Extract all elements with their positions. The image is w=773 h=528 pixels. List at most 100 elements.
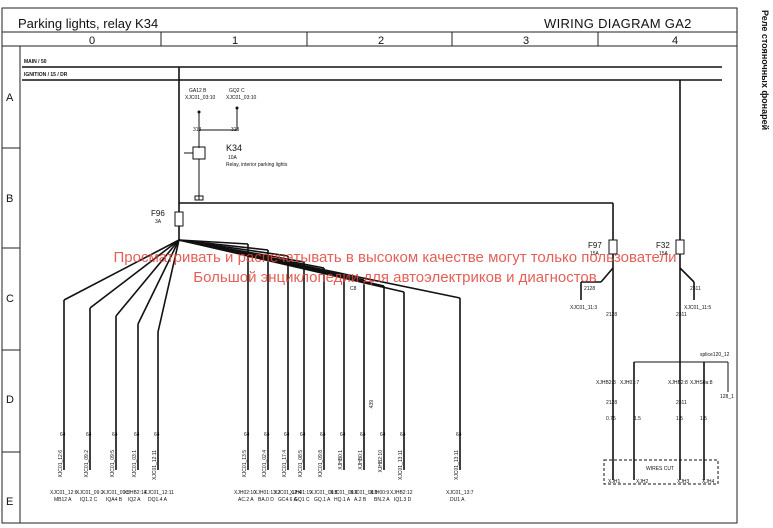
load-dest-right-8: IQ1.3 D (394, 497, 412, 503)
lower-conn-4: XJHS0a:8 (690, 380, 713, 386)
load-conn-right-5: XJC01_09:9 (330, 490, 358, 496)
f32-right-wire: 2311 (690, 286, 701, 292)
load-dest-right-9: DU1 A (450, 497, 465, 503)
side-title: Реле стояночных фонарей (760, 10, 770, 131)
splice-label: splice120_12 (700, 352, 730, 358)
lower-conn-1: XJHB2:3 (596, 380, 616, 386)
load-dest-right-1: BA.0 D (258, 497, 274, 503)
load-wire-right-8: 64 (400, 432, 406, 438)
relay-ground (194, 195, 204, 201)
load-signal-left-4: XJC01_12:11 (152, 450, 158, 480)
load-wire-left-2: 64 (112, 432, 118, 438)
load-dest-right-4: GQ.1 A (314, 497, 331, 503)
cable-mark: C8 (350, 286, 357, 292)
lower-wire-2311: 2311 (676, 400, 687, 406)
load-wire-right-6: 64 (360, 432, 366, 438)
load-conn-right-0: XJH02:10 (234, 490, 256, 496)
fuse-f96-body (174, 211, 184, 227)
column-label-1: 1 (231, 35, 239, 47)
relay-pin-right-conn: XJC01_03:10 (226, 95, 257, 101)
bottom-conn-3: XJH3 (677, 479, 690, 485)
lower-size-3: 1.5 (676, 416, 683, 422)
f97-connector: XJC01_11:3 (570, 305, 598, 311)
load-conn-left-1: XJC01_09:2 (76, 490, 104, 496)
load-signal-left-3: XJC01_03:1 (132, 450, 138, 478)
fuse-f97-rating: 15A (590, 251, 599, 257)
load-wire-left-1: 64 (86, 432, 92, 438)
column-label-4: 4 (671, 35, 679, 47)
f32-down-wire: 2311 (676, 312, 687, 318)
load-dest-right-5: HQ.1 A (334, 497, 351, 503)
ignition-bus-label: IGNITION / 15 / DR (24, 72, 68, 78)
relay-name: K34 (226, 143, 243, 153)
load-conn-right-9: XJC01_13:7 (446, 490, 474, 496)
load-conn-right-1: XJH01:13:2 (254, 490, 281, 496)
f97-down-wire: 2128 (606, 312, 618, 318)
main-bus-label: MAIN / 50 (24, 59, 47, 65)
lower-size-1: 0.75 (606, 416, 616, 422)
fuse-f96-rating: 3A (155, 219, 162, 225)
load-conn-left-3: XJHB2:14 (124, 490, 147, 496)
load-dest-right-3: GQ1 C (294, 497, 310, 503)
relay-k34-box (192, 146, 206, 160)
load-signal-right-9: XJC01_13:11 (454, 450, 460, 480)
load-dest-left-2: IQA4 B (106, 497, 123, 503)
vertical-tag: 439 (369, 400, 375, 409)
load-signal-right-2: XJC01_17:4 (282, 450, 288, 478)
bottom-conn-1: XJH1 (608, 479, 621, 485)
fuse-f96-label: F96 (151, 209, 165, 218)
load-fanout (63, 239, 461, 470)
load-conn-right-2: XJC01_17:4 (274, 490, 302, 496)
watermark: Просматривать и распечатывать в высоком … (40, 248, 750, 288)
load-wire-right-4: 64 (320, 432, 326, 438)
load-wire-right-0: 64 (244, 432, 250, 438)
relay-desc: Relay, interior parking lights (226, 162, 288, 168)
load-conn-right-4: XJC01_09:8 (310, 490, 338, 496)
row-label-a: A (6, 92, 14, 104)
load-wire-right-1: 64 (264, 432, 270, 438)
load-wire-right-2: 64 (284, 432, 290, 438)
row-label-c: C (6, 293, 14, 305)
load-wire-right-7: 64 (380, 432, 386, 438)
relay-wire-left: 313 (193, 127, 202, 133)
load-conn-right-6: XJC01_08:6 (350, 490, 378, 496)
load-wire-right-3: 64 (300, 432, 306, 438)
load-signal-right-5: XJHB0:1 (338, 450, 344, 470)
load-dest-right-7: BN.2 A (374, 497, 390, 503)
f97-left-wire: 2128 (584, 286, 596, 292)
fuse-f97-label: F97 (588, 241, 602, 250)
load-signal-right-7: XJHB2:10 (378, 450, 384, 473)
load-dest-right-6: A.2 B (354, 497, 367, 503)
relay-rating: 10A (228, 155, 237, 161)
lower-size-4: 1.5 (700, 416, 707, 422)
load-conn-right-7: XJH00:9 (370, 490, 390, 496)
row-label-d: D (6, 394, 14, 406)
load-signal-right-0: XJC01_13:5 (242, 450, 248, 478)
load-dest-left-0: MB12 A (54, 497, 72, 503)
bottom-conn-2: XJH2 (636, 479, 649, 485)
f32-connector: XJC01_11:5 (684, 305, 712, 311)
load-dest-left-1: IQ1.2 C (80, 497, 98, 503)
load-dest-left-4: DQ1.4 A (148, 497, 167, 503)
row-label-b: B (6, 193, 14, 205)
load-signal-left-1: XJC01_09:2 (84, 450, 90, 478)
load-signal-right-8: XJC01_13:11 (398, 450, 404, 480)
page-title: Parking lights, relay K34 (18, 16, 159, 31)
load-wire-right-5: 64 (340, 432, 346, 438)
ground-label: 128_1 (720, 394, 734, 400)
load-wire-left-4: 64 (154, 432, 160, 438)
load-conn-right-8: XJHB2:12 (390, 490, 413, 496)
relay-pin-left-conn: XJC01_03:10 (185, 95, 216, 101)
load-signal-right-6: XJHB0:1 (358, 450, 364, 470)
diagram-code: WIRING DIAGRAM GA2 (544, 16, 692, 31)
fuse-f32-rating: 15A (659, 251, 668, 257)
column-label-2: 2 (377, 35, 385, 47)
lower-conn-2: XJH01:7 (620, 380, 640, 386)
load-signal-right-3: XJC01_08:5 (298, 450, 304, 478)
load-dest-left-3: IQ2 A (128, 497, 141, 503)
relay-pin-right: GQ2 C (229, 88, 245, 94)
column-label-0: 0 (88, 35, 96, 47)
load-signal-right-1: XJC01_02:4 (262, 450, 268, 478)
